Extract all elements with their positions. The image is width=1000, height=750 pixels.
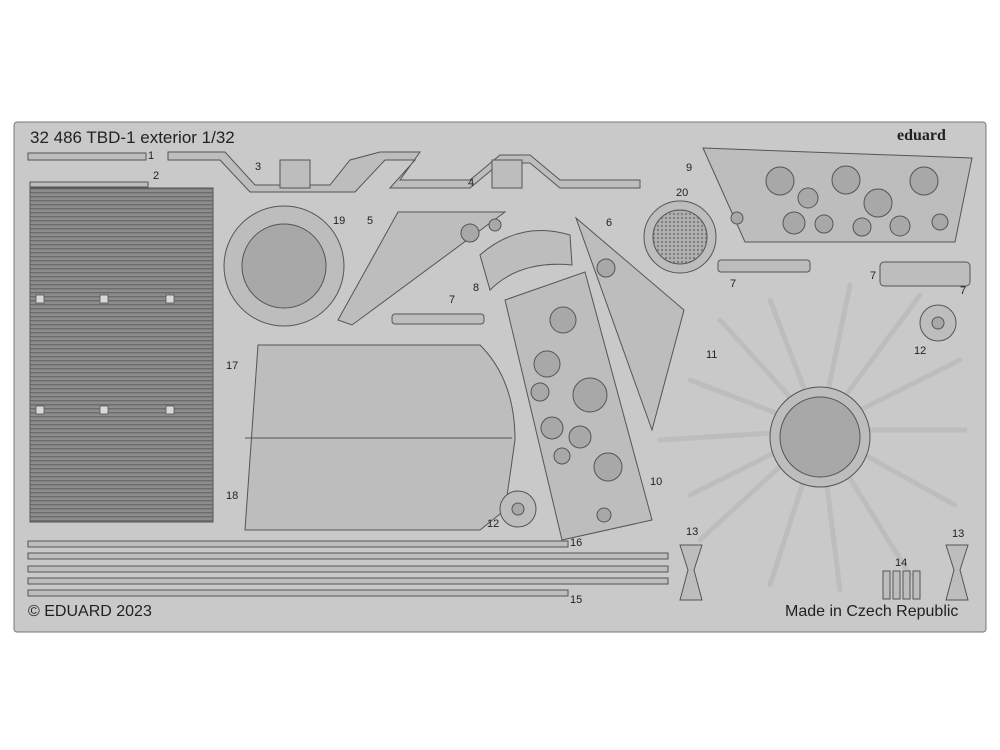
fret-title: 32 486 TBD-1 exterior 1/32 (30, 128, 235, 147)
part-13b (945, 544, 969, 601)
part-1 (27, 152, 147, 161)
copyright-text: © EDUARD 2023 (28, 603, 152, 620)
part-number: 13 (686, 526, 699, 538)
part-number: 7 (960, 285, 967, 297)
part-15-16 (27, 540, 669, 597)
part-9 (702, 147, 973, 243)
part-12-wheel-a (499, 490, 537, 528)
part-number: 17 (226, 360, 239, 372)
part-number: 6 (606, 217, 613, 229)
part-number: 16 (570, 537, 583, 549)
part-number: 10 (650, 476, 663, 488)
part-number: 4 (468, 177, 475, 189)
part-number: 3 (255, 161, 262, 173)
part-number: 9 (686, 162, 693, 174)
part-number: 7 (730, 278, 737, 290)
part-5 (337, 211, 507, 326)
part-number: 18 (226, 490, 239, 502)
part-7c (879, 261, 971, 287)
part-number: 7 (449, 294, 456, 306)
part-number: 15 (570, 594, 583, 606)
part-number: 2 (153, 170, 160, 182)
part-14 (882, 570, 921, 600)
part-ribbed-panel (29, 187, 214, 523)
part-7a (391, 313, 485, 325)
part-number: 13 (952, 528, 965, 540)
part-8 (479, 230, 573, 291)
part-13a (679, 544, 703, 601)
part-2 (29, 181, 149, 188)
part-number: 12 (487, 518, 500, 530)
origin-text: Made in Czech Republic (785, 603, 959, 620)
part-number: 11 (706, 349, 718, 361)
part-number: 7 (870, 270, 877, 282)
part-number: 20 (676, 187, 689, 199)
part-7b (717, 259, 811, 273)
part-number: 5 (367, 215, 374, 227)
brand-logo: eduard (897, 127, 946, 144)
part-number: 1 (148, 150, 155, 162)
part-number: 14 (895, 557, 908, 569)
part-number: 19 (333, 215, 346, 227)
part-number: 12 (914, 345, 927, 357)
part-12-wheel-b (919, 304, 957, 342)
part-number: 8 (473, 282, 480, 294)
